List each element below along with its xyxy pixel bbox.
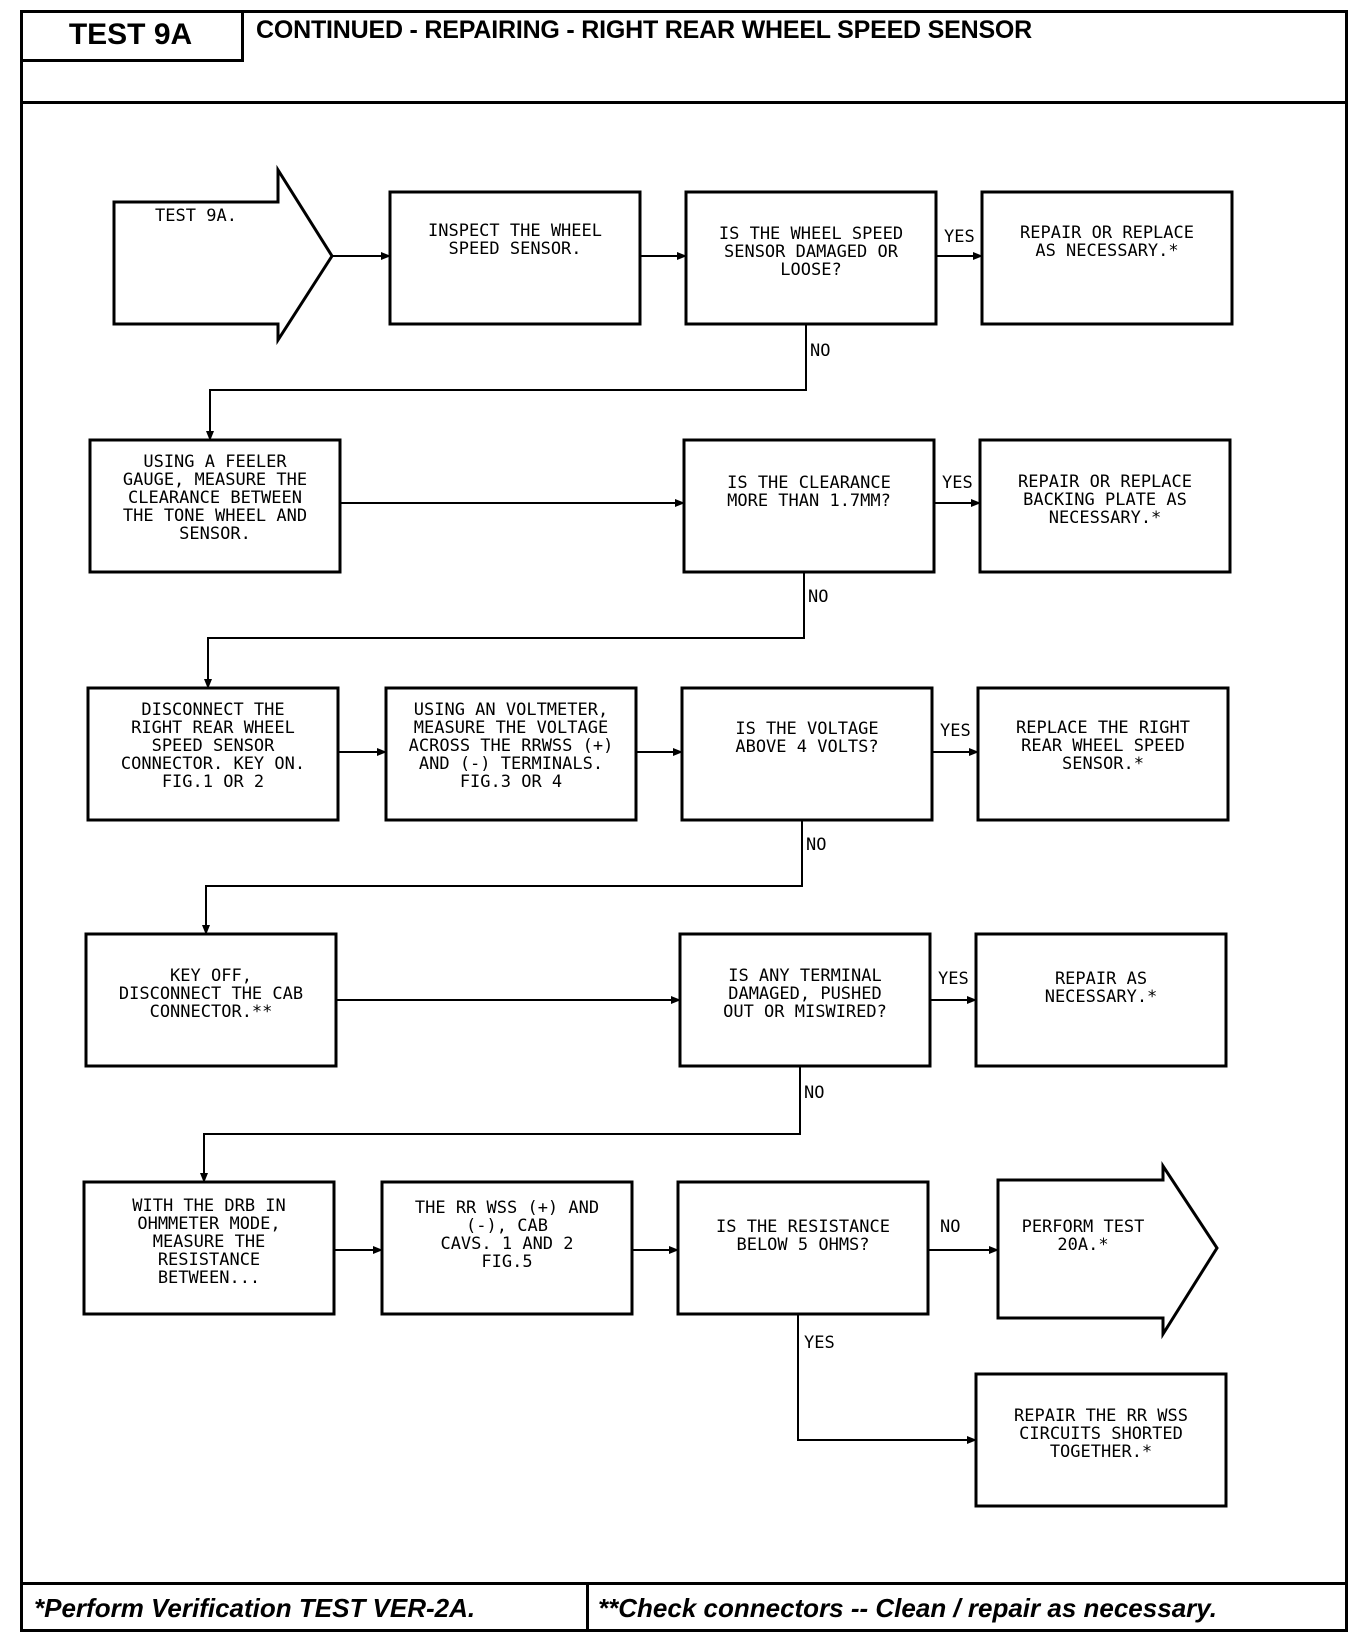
repair-3-text: REPAIR AS NECESSARY.* (1044, 969, 1158, 1007)
start-arrow-shape (112, 164, 334, 346)
yes-label-5: YES (804, 1333, 835, 1353)
yes-label-3: YES (940, 721, 971, 741)
page-title: CONTINUED - REPAIRING - RIGHT REAR WHEEL… (256, 16, 1033, 44)
disconnect-text: DISCONNECT THE RIGHT REAR WHEEL SPEED SE… (120, 700, 306, 792)
box-drb (82, 1180, 336, 1316)
footer-note-connectors: **Check connectors -- Clean / repair as … (598, 1593, 1217, 1623)
inspect-text: INSPECT THE WHEEL SPEED SENSOR. (428, 221, 602, 259)
header-rule (20, 101, 1348, 104)
q-terminal-text: IS ANY TERMINAL DAMAGED, PUSHED OUT OR M… (723, 966, 887, 1022)
q-voltage-text: IS THE VOLTAGE ABOVE 4 VOLTS? (735, 719, 879, 757)
no-label-5: NO (940, 1217, 961, 1237)
feeler-text: USING A FEELER GAUGE, MEASURE THE CLEARA… (122, 452, 308, 544)
page-frame (20, 10, 1348, 1632)
no-label-1: NO (810, 341, 831, 361)
cab-cavs-text: THE RR WSS (+) AND (-), CAB CAVS. 1 AND … (414, 1198, 600, 1272)
box-disconnect (86, 686, 340, 822)
test-id-tab: TEST 9A (20, 10, 244, 62)
repair-1-text: REPAIR OR REPLACE AS NECESSARY.* (1020, 223, 1194, 261)
drb-text: WITH THE DRB IN OHMMETER MODE, MEASURE T… (132, 1196, 286, 1288)
footer-note-verification: *Perform Verification TEST VER-2A. (34, 1593, 476, 1623)
box-feeler (88, 438, 342, 574)
no-label-4: NO (804, 1083, 825, 1103)
key-off-text: KEY OFF, DISCONNECT THE CAB CONNECTOR.** (118, 966, 304, 1022)
yes-label-1: YES (944, 227, 975, 247)
repair-4-text: REPAIR THE RR WSS CIRCUITS SHORTED TOGET… (1014, 1406, 1188, 1462)
replace-sensor-text: REPLACE THE RIGHT REAR WHEEL SPEED SENSO… (1016, 718, 1190, 774)
voltmeter-text: USING AN VOLTMETER, MEASURE THE VOLTAGE … (408, 700, 614, 792)
no-label-2: NO (808, 587, 829, 607)
start-label: TEST 9A. (155, 206, 237, 226)
perform-20a-text: PERFORM TEST 20A.* (1021, 1217, 1145, 1255)
q-clearance-text: IS THE CLEARANCE MORE THAN 1.7MM? (727, 473, 891, 511)
end-arrow-shape (996, 1160, 1219, 1340)
no-label-3: NO (806, 835, 827, 855)
yes-label-4: YES (938, 969, 969, 989)
q-resistance-text: IS THE RESISTANCE BELOW 5 OHMS? (716, 1217, 890, 1255)
yes-label-2: YES (942, 473, 973, 493)
q-damaged-text: IS THE WHEEL SPEED SENSOR DAMAGED OR LOO… (718, 224, 904, 280)
footer-divider (586, 1582, 589, 1632)
repair-2-text: REPAIR OR REPLACE BACKING PLATE AS NECES… (1018, 472, 1192, 528)
footer-bar (20, 1582, 1348, 1632)
